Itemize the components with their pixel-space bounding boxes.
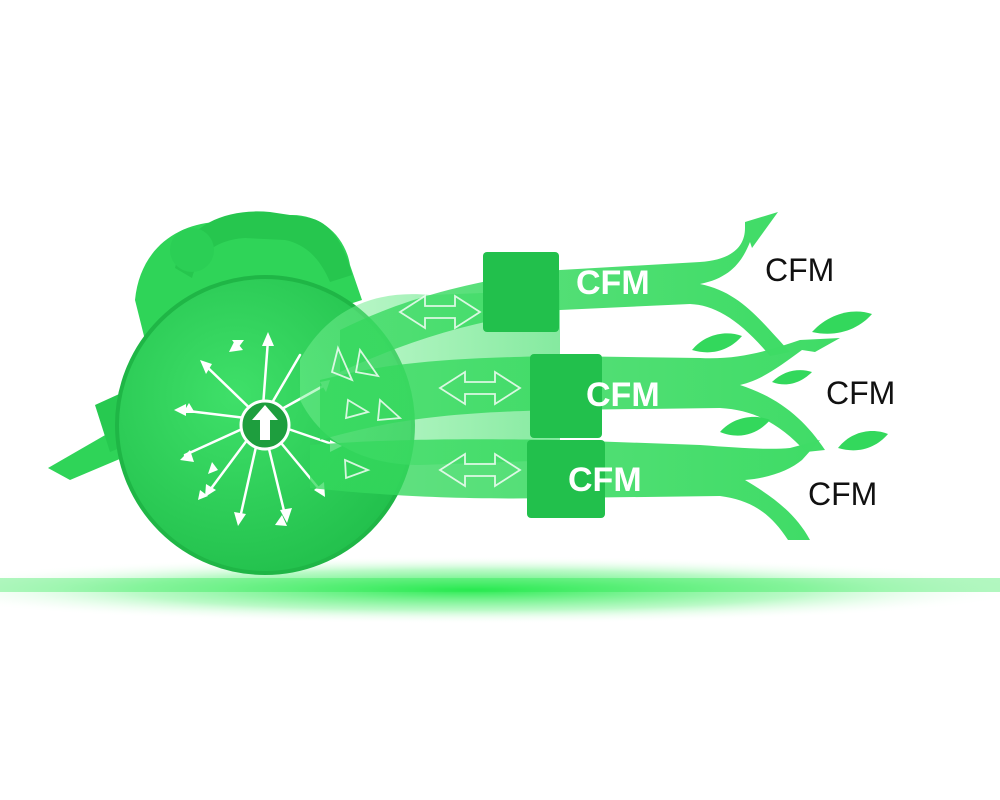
leaf-icon	[838, 430, 888, 451]
ground-line	[0, 578, 1000, 592]
stream-bottom-band	[527, 440, 605, 518]
leaf-icon	[692, 333, 742, 353]
fan-hub-ring	[239, 399, 291, 451]
stream-top-band-label: CFM	[576, 264, 650, 302]
blower-cap	[170, 228, 214, 272]
stream-top-outside-label: CFM	[765, 252, 834, 288]
stream-top-band	[483, 252, 559, 332]
stream-middle-band-label: CFM	[586, 376, 660, 414]
blown-leaves	[692, 311, 888, 451]
blower-top-handle	[175, 211, 352, 282]
stream-bottom-outside-label: CFM	[808, 476, 877, 512]
airflow-stream-top	[340, 212, 790, 372]
leaf-icon	[812, 311, 872, 334]
fan-triangle-markers	[183, 340, 287, 526]
leaf-icon	[772, 370, 812, 385]
stream-arrow-outlines	[330, 294, 522, 488]
stream-bottom-band-label: CFM	[568, 461, 642, 499]
up-arrow-icon	[252, 405, 278, 440]
leaf-icon	[720, 416, 770, 436]
stream-middle-outside-label: CFM	[826, 375, 895, 411]
stream-middle-band	[530, 354, 602, 438]
